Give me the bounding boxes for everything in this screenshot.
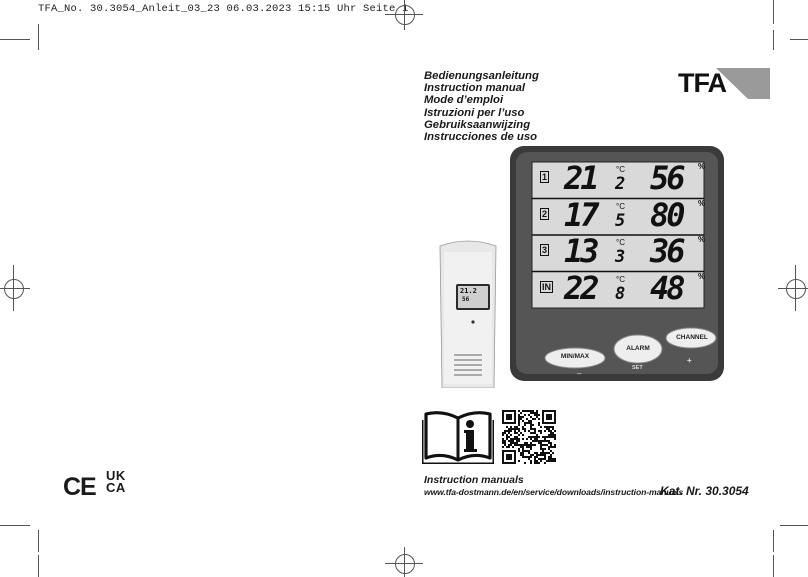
- temperature-decimal: 8: [615, 283, 626, 304]
- min-max-button[interactable]: MIN/MAX: [560, 353, 590, 360]
- ukca-top: UK: [106, 468, 126, 483]
- print-header: TFA_No. 30.3054_Anleit_03_23 06.03.2023 …: [38, 3, 409, 15]
- alarm-button[interactable]: ALARM: [626, 345, 650, 352]
- manual-titles: Bedienungsanleitung Instruction manual M…: [424, 70, 539, 143]
- set-label: SET: [632, 365, 643, 371]
- humidity-value: 48: [650, 268, 685, 307]
- humidity-unit: %: [698, 162, 706, 171]
- manuals-url[interactable]: www.tfa-dostmann.de/en/service/downloads…: [424, 487, 684, 497]
- channel-indicator: 2: [540, 207, 550, 220]
- ce-mark: CE: [63, 473, 97, 501]
- catalog-number: Kat. Nr. 30.3054: [660, 484, 749, 498]
- weather-station-display: [510, 146, 724, 381]
- title-fr: Mode d’emploi: [424, 94, 504, 107]
- ukca-mark: UK CA: [106, 468, 126, 495]
- humidity-unit: %: [698, 271, 706, 281]
- channel-button[interactable]: CHANNEL: [676, 334, 708, 341]
- title-nl: Gebruiksaanwijzing: [424, 118, 531, 131]
- humidity-value: 56: [650, 159, 685, 197]
- ukca-bottom: CA: [106, 480, 126, 495]
- channel-indicator: 3: [540, 244, 550, 256]
- temperature-unit: °C: [616, 165, 625, 174]
- temperature-main: 22: [564, 268, 599, 307]
- temperature-main: 17: [564, 195, 599, 234]
- title-en: Instruction manual: [424, 82, 526, 95]
- title-de: Bedienungsanleitung: [424, 70, 539, 82]
- temperature-decimal: 2: [615, 174, 626, 194]
- manuals-title: Instruction manuals: [424, 474, 524, 486]
- title-it: Istruzioni per l’uso: [424, 106, 525, 119]
- temperature-unit: °C: [616, 274, 625, 284]
- temperature-decimal: 3: [615, 247, 626, 267]
- title-es: Instrucciones de uso: [424, 131, 537, 144]
- svg-text:TFA: TFA: [678, 68, 726, 98]
- temperature-unit: °C: [616, 201, 625, 211]
- qr-code[interactable]: [502, 410, 556, 464]
- temperature-main: 13: [564, 232, 599, 270]
- humidity-unit: %: [698, 235, 706, 244]
- outdoor-sensor: [439, 240, 497, 388]
- temperature-main: 21: [564, 159, 599, 197]
- plus-sign: +: [687, 356, 692, 365]
- humidity-value: 80: [650, 195, 685, 234]
- sensor-temp-reading: 21.2: [460, 287, 477, 295]
- temperature-decimal: 5: [615, 210, 626, 231]
- manual-book-icon: [422, 411, 494, 464]
- channel-indicator: 1: [540, 171, 550, 183]
- button-row: [544, 327, 717, 369]
- channel-indicator: IN: [540, 280, 553, 293]
- temperature-unit: °C: [616, 238, 625, 247]
- minus-sign: –: [577, 369, 582, 378]
- humidity-unit: %: [698, 198, 706, 208]
- tfa-logo: TFA: [678, 68, 770, 99]
- humidity-value: 36: [650, 232, 685, 270]
- sensor-humidity-reading: 56: [462, 296, 470, 303]
